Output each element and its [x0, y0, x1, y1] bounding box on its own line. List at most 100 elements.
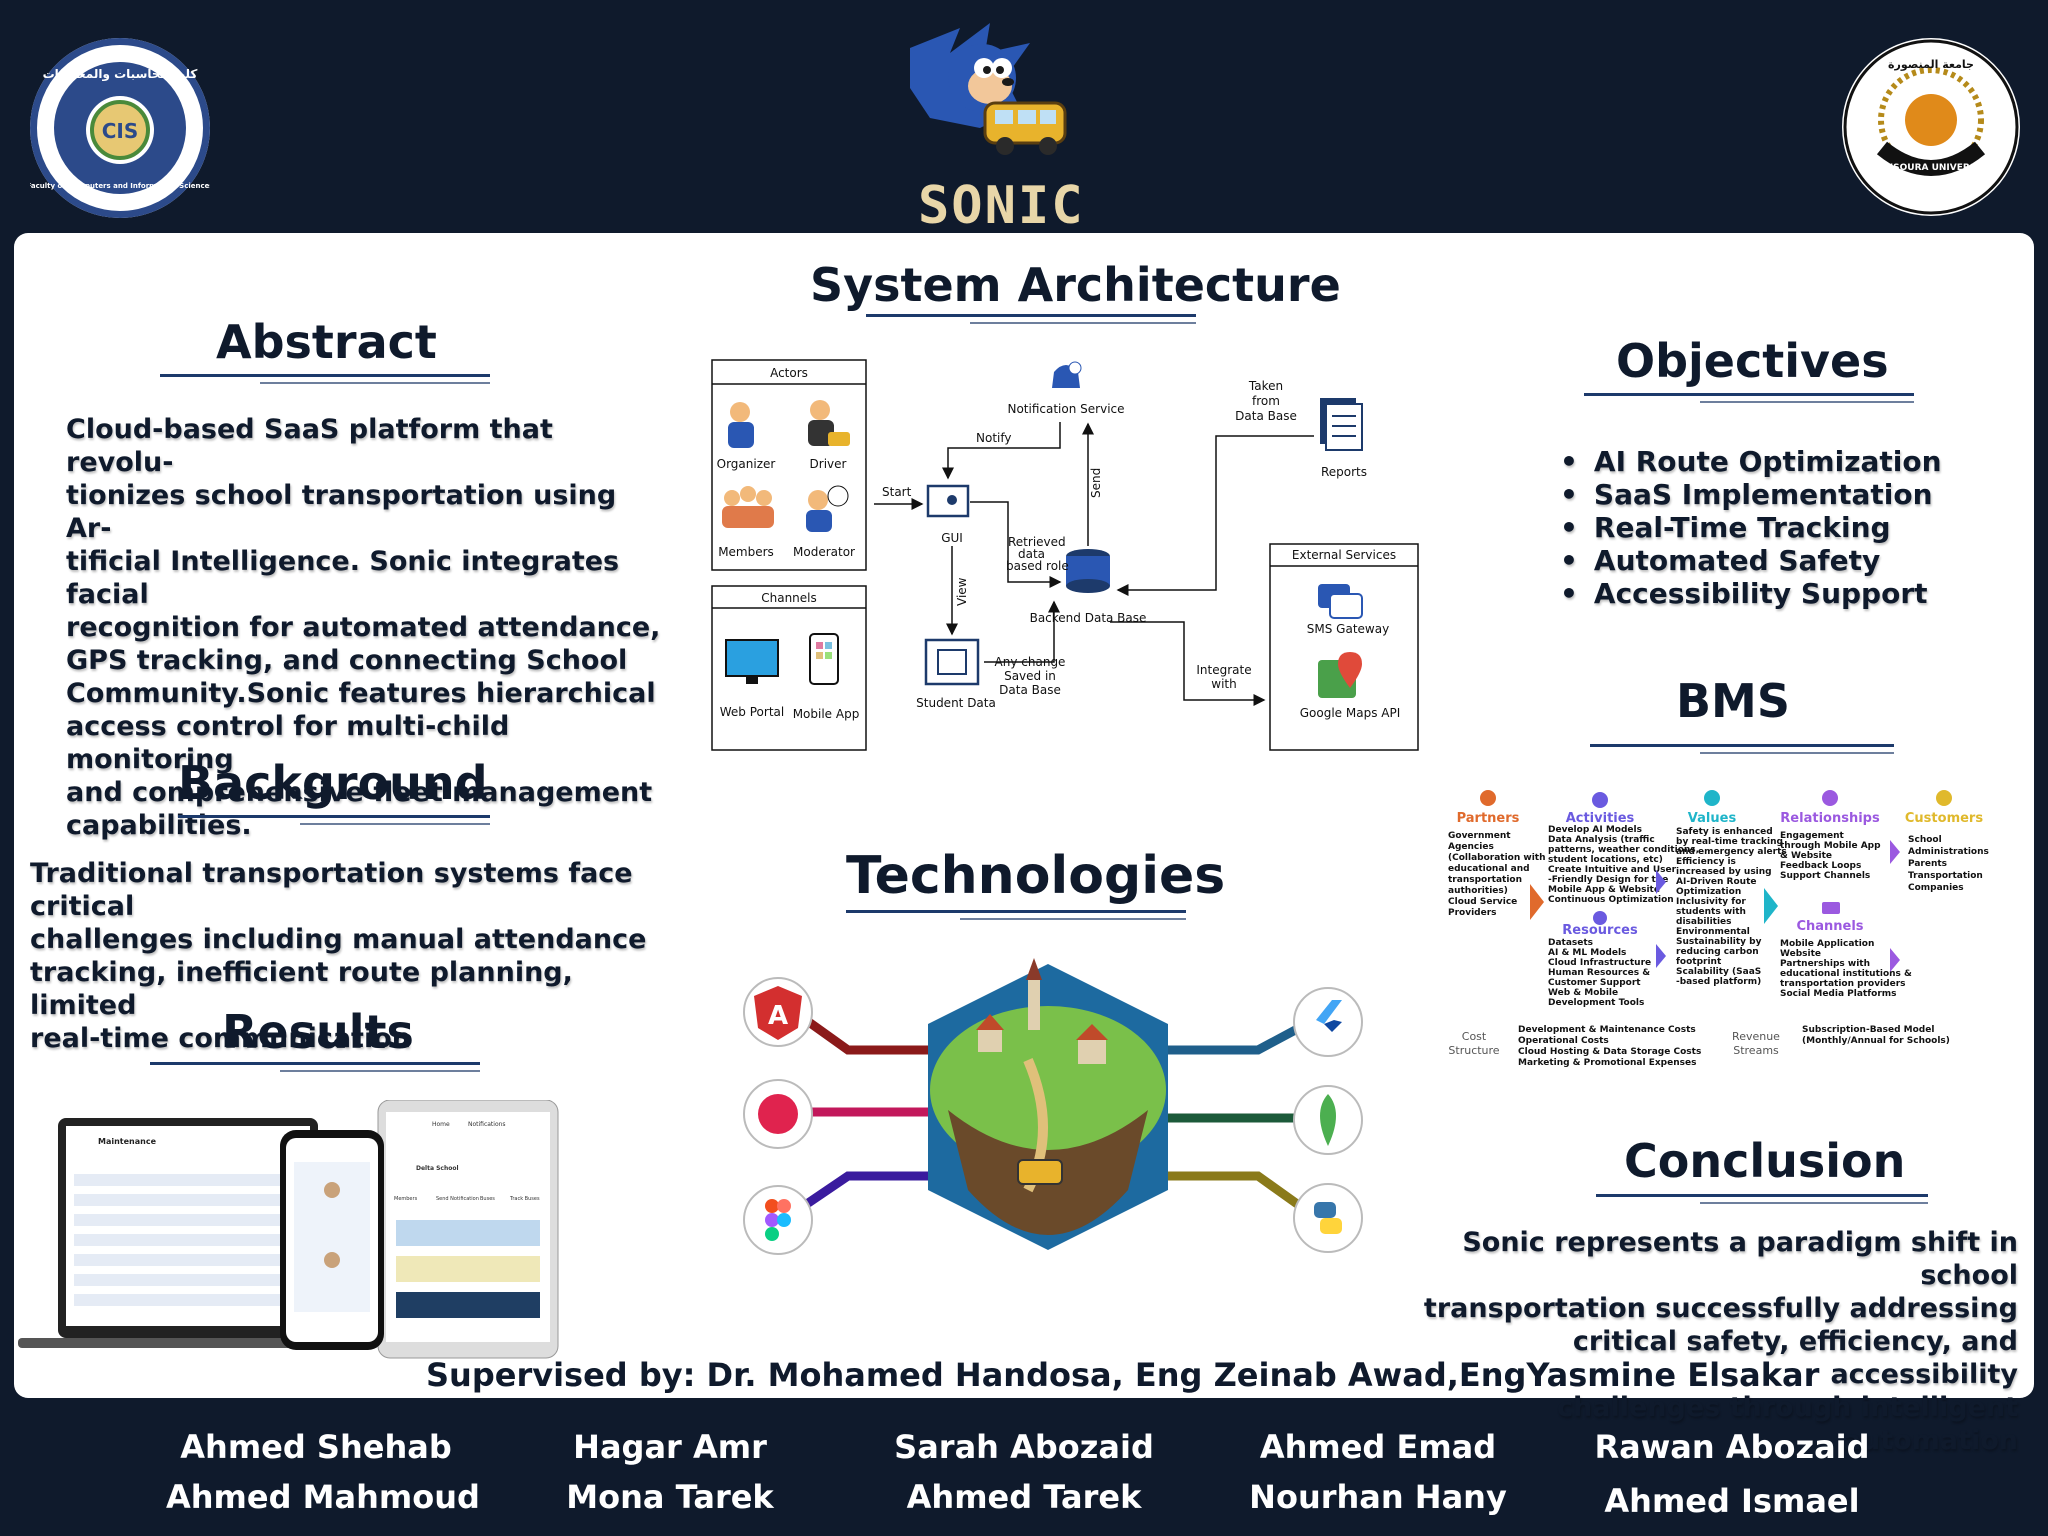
architecture-title: System Architecture: [810, 258, 1341, 312]
team-member: Ahmed Emad: [1259, 1428, 1497, 1466]
svg-text:Government: Government: [1448, 831, 1511, 841]
external-services-box: [1269, 543, 1419, 751]
bms-resources-head: Resources: [1562, 923, 1638, 938]
team-member: Hagar Amr: [573, 1428, 767, 1466]
abstract-line: tionizes school transportation using Ar-: [66, 480, 617, 544]
svg-text:through Mobile App: through Mobile App: [1780, 841, 1881, 851]
svg-text:& Website: & Website: [1780, 851, 1832, 861]
actor-driver: Driver: [810, 457, 847, 471]
bms-revenue-head-1: Revenue: [1732, 1030, 1780, 1043]
svg-text:increased by using: increased by using: [1676, 867, 1772, 877]
background-text: Traditional transportation systems face …: [30, 857, 680, 1055]
tablet-item-send-notification: Send Notification: [436, 1196, 479, 1202]
node-student: Student Data: [916, 696, 996, 710]
edge-view: View: [955, 577, 969, 606]
background-line: real-time communication: [30, 1023, 411, 1054]
svg-text:educational institutions &: educational institutions &: [1780, 969, 1912, 979]
bms-cost-head-2: Structure: [1448, 1044, 1499, 1057]
svg-text:(Collaboration with: (Collaboration with: [1448, 853, 1546, 863]
gui-icon: [926, 484, 970, 518]
edge-integrate-1: Integrate: [1196, 663, 1251, 677]
svg-text:reducing carbon: reducing carbon: [1676, 947, 1759, 957]
tablet-tab-home: Home: [432, 1121, 450, 1128]
svg-text:Cloud Hosting & Data Storage C: Cloud Hosting & Data Storage Costs: [1518, 1047, 1701, 1057]
relationships-icon: [1822, 790, 1838, 806]
svg-text:Agencies: Agencies: [1448, 842, 1494, 852]
channels-label: Channels: [761, 591, 817, 605]
svg-text:Website: Website: [1780, 949, 1821, 959]
phone-brand-text: Delta School: [416, 1165, 459, 1172]
objectives-list: AI Route Optimization SaaS Implementatio…: [1560, 445, 1942, 610]
svg-text:Support Channels: Support Channels: [1780, 871, 1870, 881]
objectives-underline-2: [1700, 401, 1914, 403]
team-member: Ahmed Ismael: [1604, 1482, 1860, 1520]
activities-icon: [1592, 792, 1608, 808]
flutter-connector: [1168, 1016, 1317, 1055]
objective-item: Automated Safety: [1560, 544, 1942, 577]
bms-relationships-head: Relationships: [1780, 811, 1880, 826]
svg-text:Mobile App & Website: Mobile App & Website: [1548, 885, 1660, 895]
svg-text:Companies: Companies: [1908, 883, 1964, 893]
tablet-item-members: Members: [394, 1196, 418, 1202]
svg-text:-Friendly Design for the: -Friendly Design for the: [1548, 875, 1668, 885]
svg-text:Optimization: Optimization: [1676, 887, 1741, 897]
customers-icon: [1936, 790, 1952, 806]
abstract-text: Cloud-based SaaS platform that revolu- t…: [66, 413, 666, 842]
svg-text:transportation providers: transportation providers: [1780, 979, 1906, 989]
edge-retrieved-1: Retrieved: [1008, 535, 1066, 549]
bms-cost-list: Development & Maintenance Costs Operatio…: [1518, 1025, 1701, 1068]
sms-gateway-icon: [1318, 584, 1363, 619]
background-underline-2: [300, 823, 490, 825]
results-underline-2: [280, 1070, 480, 1072]
team-member: Rawan Abozaid: [1594, 1428, 1870, 1466]
actor-members: Members: [718, 545, 774, 559]
university-logo: جامعة المنصورة MANSOURA UNIVERSITY: [1842, 38, 2020, 216]
channel-mobile-app: Mobile App: [793, 707, 860, 721]
bms-channels-head: Channels: [1796, 919, 1863, 934]
edge-any-change-2: Saved in: [1004, 669, 1056, 683]
objectives-title: Objectives: [1616, 334, 1889, 388]
objective-item: SaaS Implementation: [1560, 478, 1942, 511]
bms-activities-list: Develop AI Models Data Analysis (traffic…: [1548, 825, 1699, 905]
svg-text:Development & Maintenance Cost: Development & Maintenance Costs: [1518, 1025, 1696, 1035]
svg-text:(Monthly/Annual for Schools): (Monthly/Annual for Schools): [1802, 1036, 1950, 1046]
objective-item: Accessibility Support: [1560, 577, 1942, 610]
sonic-mascot-logo: [890, 8, 1080, 178]
objectives-underline: [1584, 393, 1914, 396]
abstract-underline: [160, 374, 490, 377]
channels-mail-icon: [1822, 902, 1840, 914]
objective-item: AI Route Optimization: [1560, 445, 1942, 478]
svg-text:patterns, weather conditions,: patterns, weather conditions,: [1548, 845, 1699, 855]
svg-text:educational and: educational and: [1448, 864, 1530, 874]
bms-revenue-list: Subscription-Based Model (Monthly/Annual…: [1802, 1025, 1950, 1046]
team-member: Ahmed Shehab: [180, 1428, 452, 1466]
bms-resources-list: Datasets AI & ML Models Cloud Infrastruc…: [1548, 938, 1651, 1008]
abstract-underline-2: [260, 382, 490, 384]
svg-text:Safety is enhanced: Safety is enhanced: [1676, 827, 1773, 837]
svg-text:-based platform): -based platform): [1676, 977, 1761, 987]
conclusion-underline: [1596, 1194, 1928, 1197]
background-line: Traditional transportation systems face …: [30, 858, 633, 922]
svg-text:Operational Costs: Operational Costs: [1518, 1036, 1609, 1046]
abstract-line: access control for multi-child monitorin…: [66, 711, 510, 775]
cis-label: CIS: [102, 119, 139, 143]
abstract-line: recognition for automated attendance,: [66, 612, 661, 643]
edge-retrieved-2: data: [1018, 547, 1045, 561]
mobile-app-icon: [809, 633, 839, 685]
university-english-text: MANSOURA UNIVERSITY: [1870, 163, 1993, 173]
external-sms: SMS Gateway: [1307, 622, 1389, 636]
technologies-title: Technologies: [846, 846, 1226, 906]
database-icon: [1066, 549, 1110, 593]
partners-icon: [1480, 790, 1496, 806]
svg-text:Sustainability by: Sustainability by: [1676, 937, 1762, 947]
svg-text:disabilities: disabilities: [1676, 917, 1732, 927]
tablet-item-buses: Buses: [480, 1196, 495, 1202]
svg-text:Continuous Optimization: Continuous Optimization: [1548, 895, 1674, 905]
svg-text:and emergency alerts: and emergency alerts: [1676, 847, 1787, 857]
team-member: Mona Tarek: [566, 1478, 774, 1516]
tower-icon: [1028, 980, 1040, 1030]
bms-cost-head-1: Cost: [1462, 1030, 1487, 1043]
objective-item: Real-Time Tracking: [1560, 511, 1942, 544]
background-line: challenges including manual attendance: [30, 924, 647, 955]
background-underline: [178, 815, 490, 818]
